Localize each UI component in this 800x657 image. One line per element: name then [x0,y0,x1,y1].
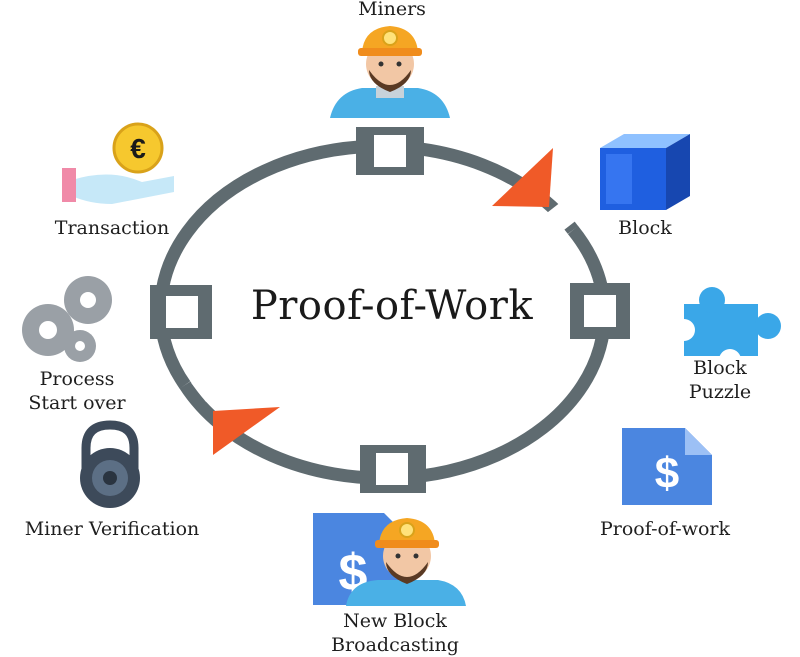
label-block: Block [618,217,672,239]
hand-coin-icon: € [62,122,174,204]
direction-arrow-bottom-left [213,407,280,455]
ring-node-right [570,283,630,339]
label-block-puzzle: Block Puzzle [689,356,751,404]
broadcast-miner-icon [346,518,466,606]
gears-icon [22,276,112,362]
label-process-start-over-line1: Process [39,368,115,390]
diagram-title: Proof-of-Work [250,283,534,329]
padlock-icon [80,420,140,508]
label-new-block-broadcasting-line1: New Block [343,610,447,632]
label-process-start-over: Process Start over [28,367,125,415]
document-dollar-symbol: $ [655,449,679,498]
block-cube-icon [600,134,690,210]
label-miner-verification: Miner Verification [24,518,200,540]
puzzle-piece-icon [673,287,781,371]
label-transaction: Transaction [54,217,170,239]
label-block-puzzle-line1: Block [693,357,747,379]
direction-arrow-top-right [492,148,553,207]
label-new-block-broadcasting: New Block Broadcasting [331,609,459,657]
ring-gaps [191,194,586,402]
miner-icon [330,26,450,118]
ring-node-bottom [360,445,426,493]
label-process-start-over-line2: Start over [28,392,126,414]
label-block-puzzle-line2: Puzzle [688,381,752,403]
label-new-block-broadcasting-line2: Broadcasting [331,634,459,656]
label-proof-of-work: Proof-of-work [599,518,731,540]
ring-node-top [356,127,424,175]
ring-node-left [150,285,212,339]
euro-symbol: € [130,133,146,164]
dollar-document-icon: $ [622,428,712,505]
label-miners: Miners [358,0,426,20]
